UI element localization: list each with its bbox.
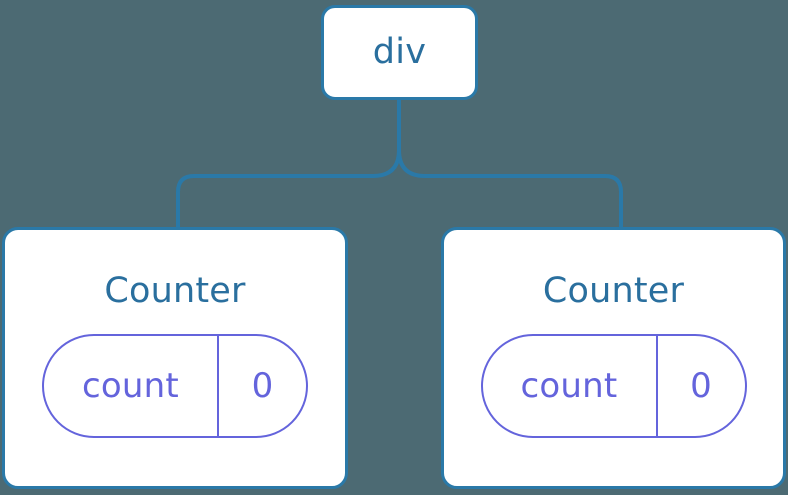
node-counter-left-label: Counter	[104, 271, 246, 311]
node-counter-right[interactable]: Counter count 0	[441, 227, 786, 489]
state-value-cell-right: 0	[658, 336, 745, 436]
connector-path-right	[397, 98, 623, 229]
state-key-left: count	[82, 366, 179, 406]
state-key-cell-right: count	[483, 336, 658, 436]
state-pill-right[interactable]: count 0	[480, 334, 747, 438]
node-counter-left[interactable]: Counter count 0	[2, 227, 348, 489]
node-root-div[interactable]: div	[321, 5, 478, 100]
node-root-label: div	[372, 32, 427, 72]
state-value-right: 0	[690, 366, 712, 406]
state-key-cell-left: count	[44, 336, 219, 436]
connector-path-left	[176, 98, 401, 229]
state-key-right: count	[520, 366, 618, 406]
state-value-cell-left: 0	[219, 336, 306, 436]
state-pill-left[interactable]: count 0	[42, 334, 308, 438]
state-value-left: 0	[251, 366, 274, 406]
node-counter-right-label: Counter	[542, 271, 685, 311]
